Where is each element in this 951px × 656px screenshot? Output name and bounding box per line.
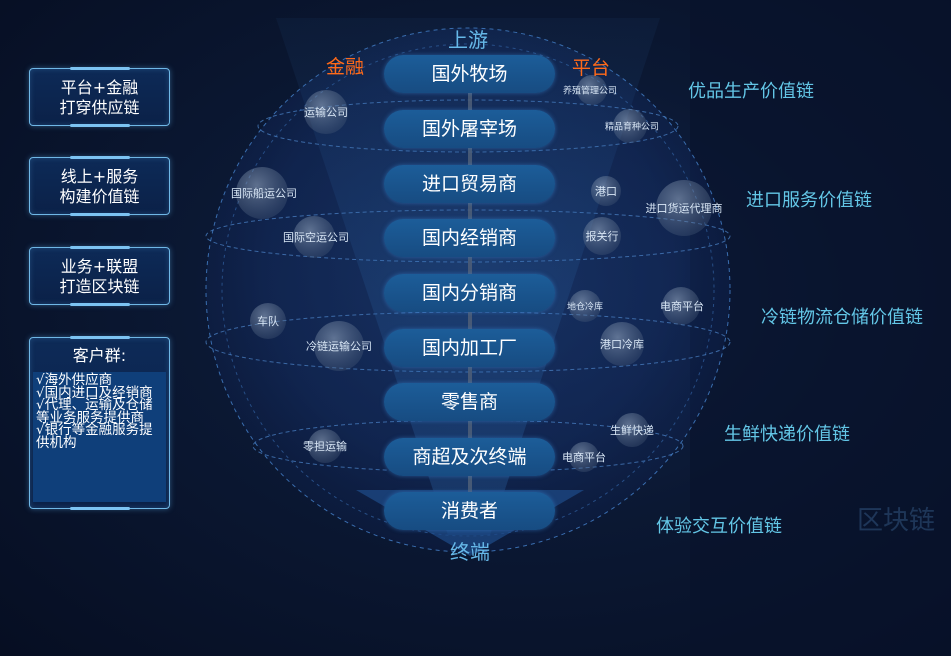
value-chain-label: 进口服务价值链 (746, 190, 872, 211)
bubble-group (236, 75, 712, 472)
bubble-label: 运输公司 (304, 106, 348, 119)
panel-line: 业务+联盟 (60, 257, 139, 276)
bubble-label: 国际空运公司 (283, 231, 349, 244)
upstream-label: 上游 (448, 28, 488, 52)
bubble-label: 生鲜快递 (610, 424, 654, 437)
finance-label: 金融 (326, 56, 365, 78)
panel-line: 构建价值链 (59, 187, 140, 206)
bubble-circle (577, 75, 607, 105)
stage-pill: 国内分销商 (384, 274, 555, 312)
customer-item: √海外供应商 (36, 372, 113, 388)
customer-title: 客户群: (72, 346, 127, 365)
bubble-circle (591, 176, 621, 206)
bubble-label: 港口冷库 (600, 338, 644, 351)
bubble-label: 电商平台 (660, 300, 704, 313)
platform-label: 平台 (572, 57, 611, 79)
bubble-circle (236, 167, 288, 219)
customer-item: √代理、运输及仓储等业务服务提供商 (36, 397, 153, 426)
bubble-circle (250, 303, 286, 339)
stage-pill: 消费者 (384, 492, 555, 530)
panel-business-alliance: 业务+联盟 打造区块链 (29, 246, 170, 306)
stage-pill: 国内加工厂 (384, 329, 555, 367)
panel-line: 平台+金融 (60, 78, 139, 97)
value-chain-label: 体验交互价值链 (656, 516, 782, 537)
panel-platform-finance: 平台+金融 打穿供应链 (29, 67, 170, 127)
bubble-circle (569, 442, 599, 472)
bubble-circle (569, 290, 601, 322)
customer-item: √国内进口及经销商 (36, 384, 153, 401)
bubble-label: 进口货运代理商 (645, 202, 723, 215)
bubble-circle (583, 217, 621, 255)
bubble-circle (304, 90, 348, 134)
bubble-label: 零担运输 (303, 440, 347, 453)
panel-line: 打造区块链 (59, 277, 140, 296)
stage-pill: 零售商 (384, 383, 555, 421)
customer-list: √海外供应商 √国内进口及经销商 √代理、运输及仓储等业务服务提供商 √银行等金… (33, 372, 166, 502)
terminal-label: 终端 (450, 540, 490, 564)
bubble-label: 电商平台 (562, 451, 606, 464)
bubble-circle (662, 287, 700, 325)
bubble-label: 港口 (595, 185, 617, 198)
bubble-circle (613, 109, 647, 143)
bubble-circle (600, 322, 644, 366)
bubble-circle (308, 429, 342, 463)
stage-pill: 国外牧场 (384, 55, 555, 93)
value-chain-label: 冷链物流仓储价值链 (761, 307, 923, 328)
background-shapes: 区块链 (690, 0, 951, 656)
panel-line: 线上+服务 (60, 167, 139, 186)
customer-item: √银行等金融服务提供机构 (36, 422, 153, 451)
stage-pill: 进口贸易商 (384, 165, 555, 203)
bubble-circle (656, 180, 712, 236)
bubble-label: 冷链运输公司 (306, 340, 372, 353)
value-chain-label: 优品生产价值链 (688, 81, 814, 102)
bubble-label: 养殖管理公司 (562, 86, 618, 97)
bubble-label: 报关行 (585, 230, 619, 243)
watermark-text: 区块链 (857, 506, 935, 536)
bubble-label: 国际船运公司 (231, 187, 297, 200)
stage-pill: 商超及次终端 (384, 438, 555, 476)
bubble-circle (314, 321, 364, 371)
panel-line: 打穿供应链 (59, 98, 140, 117)
panel-customer-group: 客户群: √海外供应商 √国内进口及经销商 √代理、运输及仓储等业务服务提供商 … (29, 336, 170, 510)
bubble-circle (615, 413, 649, 447)
value-chain-label: 生鲜快递价值链 (724, 424, 850, 445)
bubble-label: 地仓冷库 (566, 302, 604, 313)
panel-online-service: 线上+服务 构建价值链 (29, 156, 170, 216)
bubble-label: 车队 (257, 315, 279, 328)
stage-pill: 国外屠宰场 (384, 110, 555, 148)
stage-pill: 国内经销商 (384, 219, 555, 257)
bubble-circle (293, 216, 335, 258)
bubble-label: 精品育种公司 (604, 122, 660, 133)
